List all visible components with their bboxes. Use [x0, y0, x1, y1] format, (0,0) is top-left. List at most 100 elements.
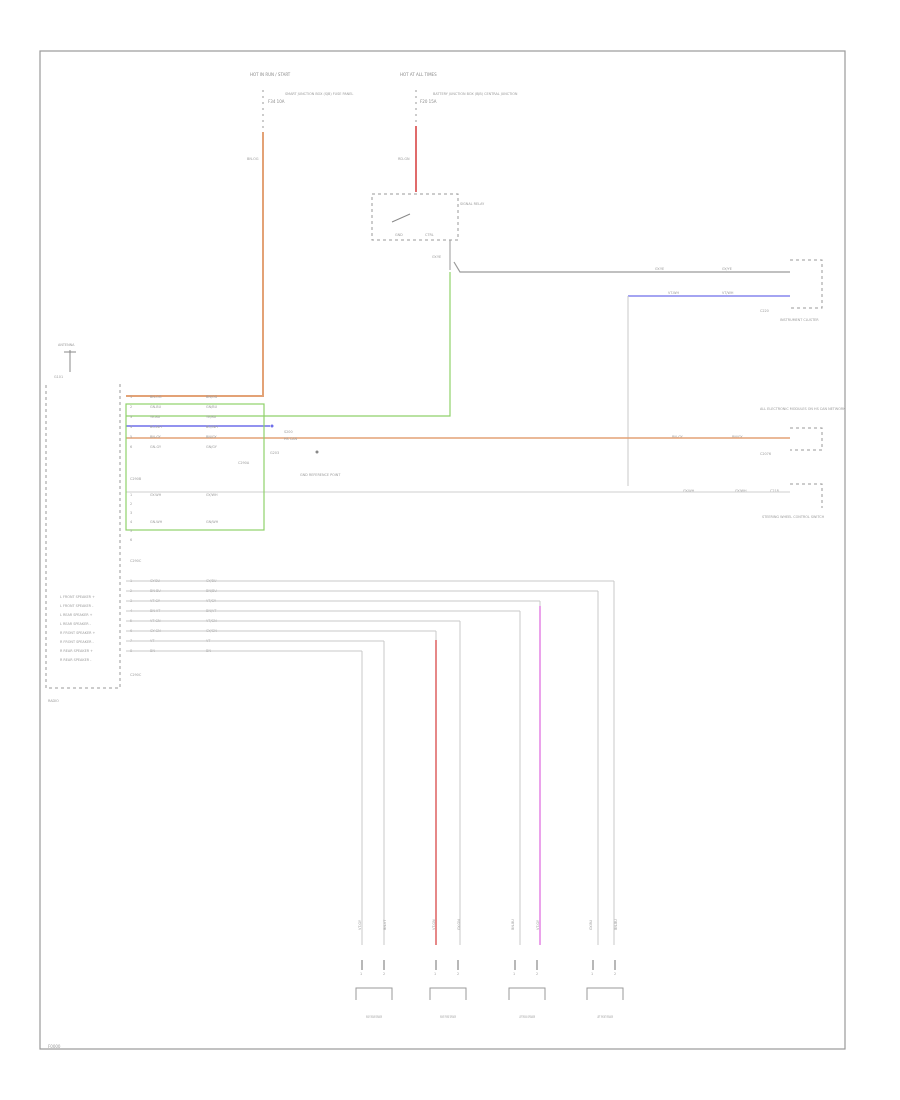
antenna: ANTENNA G101	[54, 343, 76, 379]
sw-wire-a-label: GY-WH	[683, 489, 695, 493]
footer-code: F0000	[48, 1044, 61, 1049]
speaker-label: LEFT FRONT SPEAKER	[597, 1015, 613, 1019]
wire-code: GY/WH	[206, 493, 218, 497]
speaker-pin: 1	[360, 972, 362, 976]
signal-relay: SIGNAL RELAY GND CTRL GY-YE	[371, 193, 485, 270]
speaker-pin: 2	[457, 972, 459, 976]
ic-wire-a-label: GY-YE	[655, 267, 664, 271]
wire-code: GN-WH	[150, 520, 163, 524]
speaker-wire-label: BN-BU	[614, 919, 618, 930]
speaker-pin: 1	[591, 972, 593, 976]
speaker-wire-label: VT-GY	[536, 919, 540, 930]
power-left: HOT IN RUN / START F34 10A SMART JUNCTIO…	[126, 72, 353, 397]
wire-code: YE-BU	[150, 415, 161, 419]
speaker-terminal-label: R FRONT SPEAKER +	[60, 631, 96, 635]
speaker-pin: 2	[536, 972, 538, 976]
speaker-wire-label: BN-BU	[511, 919, 515, 930]
ic-wire-c-label: VT-WH	[668, 291, 680, 295]
steering-wheel-switch-conn: C218	[770, 489, 779, 493]
speaker-pin: 2	[383, 972, 385, 976]
radio-speaker-labels: L FRONT SPEAKER +L FRONT SPEAKER -L REAR…	[60, 595, 96, 662]
power-right-title: HOT AT ALL TIMES	[400, 72, 437, 77]
ground-desc: GND REFERENCE POINT	[300, 473, 341, 477]
speaker-pin: 1	[434, 972, 436, 976]
hs-can-modules-conn: C2076	[760, 452, 771, 456]
speaker-pin: 2	[614, 972, 616, 976]
can-label: HS CAN	[284, 437, 297, 441]
sw-wire-b-label: GY/WH	[735, 489, 747, 493]
speaker-label: LEFT REAR SPEAKER	[519, 1015, 535, 1019]
wire-code: YE/BU	[206, 415, 217, 419]
green-loop-box	[125, 403, 265, 531]
relay-left-label: GND	[395, 233, 403, 237]
pin-number: 5	[130, 529, 132, 533]
speaker-wire-label: BN-VT	[383, 919, 387, 930]
speaker-terminal-label: L REAR SPEAKER -	[60, 622, 92, 626]
instrument-cluster-conn: C220	[760, 309, 769, 313]
ground-label: G203	[270, 451, 279, 455]
pin-number: 2	[130, 405, 132, 409]
radio-label: RADIO	[48, 699, 59, 703]
speaker-terminal-label: R REAR SPEAKER -	[60, 658, 92, 662]
ic-wire-b-label: GY/YE	[722, 267, 732, 271]
antenna-label: ANTENNA	[58, 343, 75, 347]
wire-code: GN/WH	[206, 520, 219, 524]
hs-can-modules-label: ALL ELECTRONIC MODULES ON HS CAN NETWORK	[760, 407, 846, 411]
steering-wheel-switch: STEERING WHEEL CONTROL SWITCH C218 GY-WH…	[683, 483, 825, 519]
power-left-title: HOT IN RUN / START	[250, 72, 291, 77]
speaker-terminal-label: L REAR SPEAKER +	[60, 613, 93, 617]
speaker-wire-label: GY-BU	[589, 919, 593, 930]
power-right: HOT AT ALL TIMES F20 15A BATTERY JUNCTIO…	[398, 72, 518, 192]
speaker-terminal-label: R REAR SPEAKER +	[60, 649, 93, 653]
relay-right-label: CTRL	[425, 233, 434, 237]
speaker-body	[586, 987, 624, 1000]
speaker-label: RIGHT REAR SPEAKER	[366, 1015, 382, 1019]
antenna-ground: G101	[54, 375, 63, 379]
ground-dot	[315, 450, 319, 454]
speaker-wire-label: VT-GN	[432, 919, 436, 930]
connector-label: C290C	[130, 673, 142, 677]
speaker-body	[508, 987, 546, 1000]
wire-code: GN-GY	[150, 445, 162, 449]
relay-out-wire-label: GY-YE	[432, 255, 441, 259]
wire-code: BN-OG	[150, 395, 162, 399]
power-right-wire-label: RD-GN	[398, 157, 410, 161]
pin-number: 5	[130, 435, 132, 439]
radio-c1-label: C290A	[238, 461, 250, 465]
hs-can-modules: ALL ELECTRONIC MODULES ON HS CAN NETWORK…	[672, 407, 846, 456]
pin-number: 4	[130, 425, 132, 429]
can-wire-a-label: BN-GY	[672, 435, 684, 439]
pin-number: 1	[130, 493, 132, 497]
speaker-pin: 1	[513, 972, 515, 976]
wire-code: GY-WH	[150, 493, 162, 497]
wire-code: BN-GY	[150, 435, 162, 439]
green-wire-relay	[126, 272, 451, 417]
speaker-body	[429, 987, 467, 1000]
pin-number: 4	[130, 520, 132, 524]
speaker-wire-label: VT-GY	[358, 919, 362, 930]
speaker-terminal-label: L FRONT SPEAKER -	[60, 604, 94, 608]
relay-contact	[391, 213, 411, 223]
speaker-body	[355, 987, 393, 1000]
instrument-cluster: INSTRUMENT CLUSTER C220 GY-YE GY/YE VT-W…	[655, 259, 823, 322]
pin-number: 6	[130, 445, 132, 449]
diagram-frame	[39, 50, 846, 1050]
radio-rows-bottom: 1GY-BUGY/BU2BN-BUBN/BU3VT-GYVT/GY4BN-VTB…	[130, 579, 217, 677]
grey-wire-cluster	[453, 261, 790, 273]
speaker-wire-label: GY-GN	[457, 919, 461, 930]
can-wire-b-label: BN/GY	[732, 435, 743, 439]
pin-number: 1	[130, 395, 132, 399]
ic-wire-d-label: VT/WH	[722, 291, 734, 295]
power-left-desc: SMART JUNCTION BOX (SJB) FUSE PANEL	[285, 92, 353, 96]
radio-c2-label: C290B	[130, 477, 142, 481]
splice-dot	[270, 424, 274, 428]
pin-number: 3	[130, 415, 132, 419]
wire-code: BU/WH	[206, 425, 218, 429]
speaker-label: RIGHT FRONT SPEAKER	[440, 1015, 456, 1019]
power-right-desc: BATTERY JUNCTION BOX (BJB) CENTRAL JUNCT…	[433, 92, 518, 96]
